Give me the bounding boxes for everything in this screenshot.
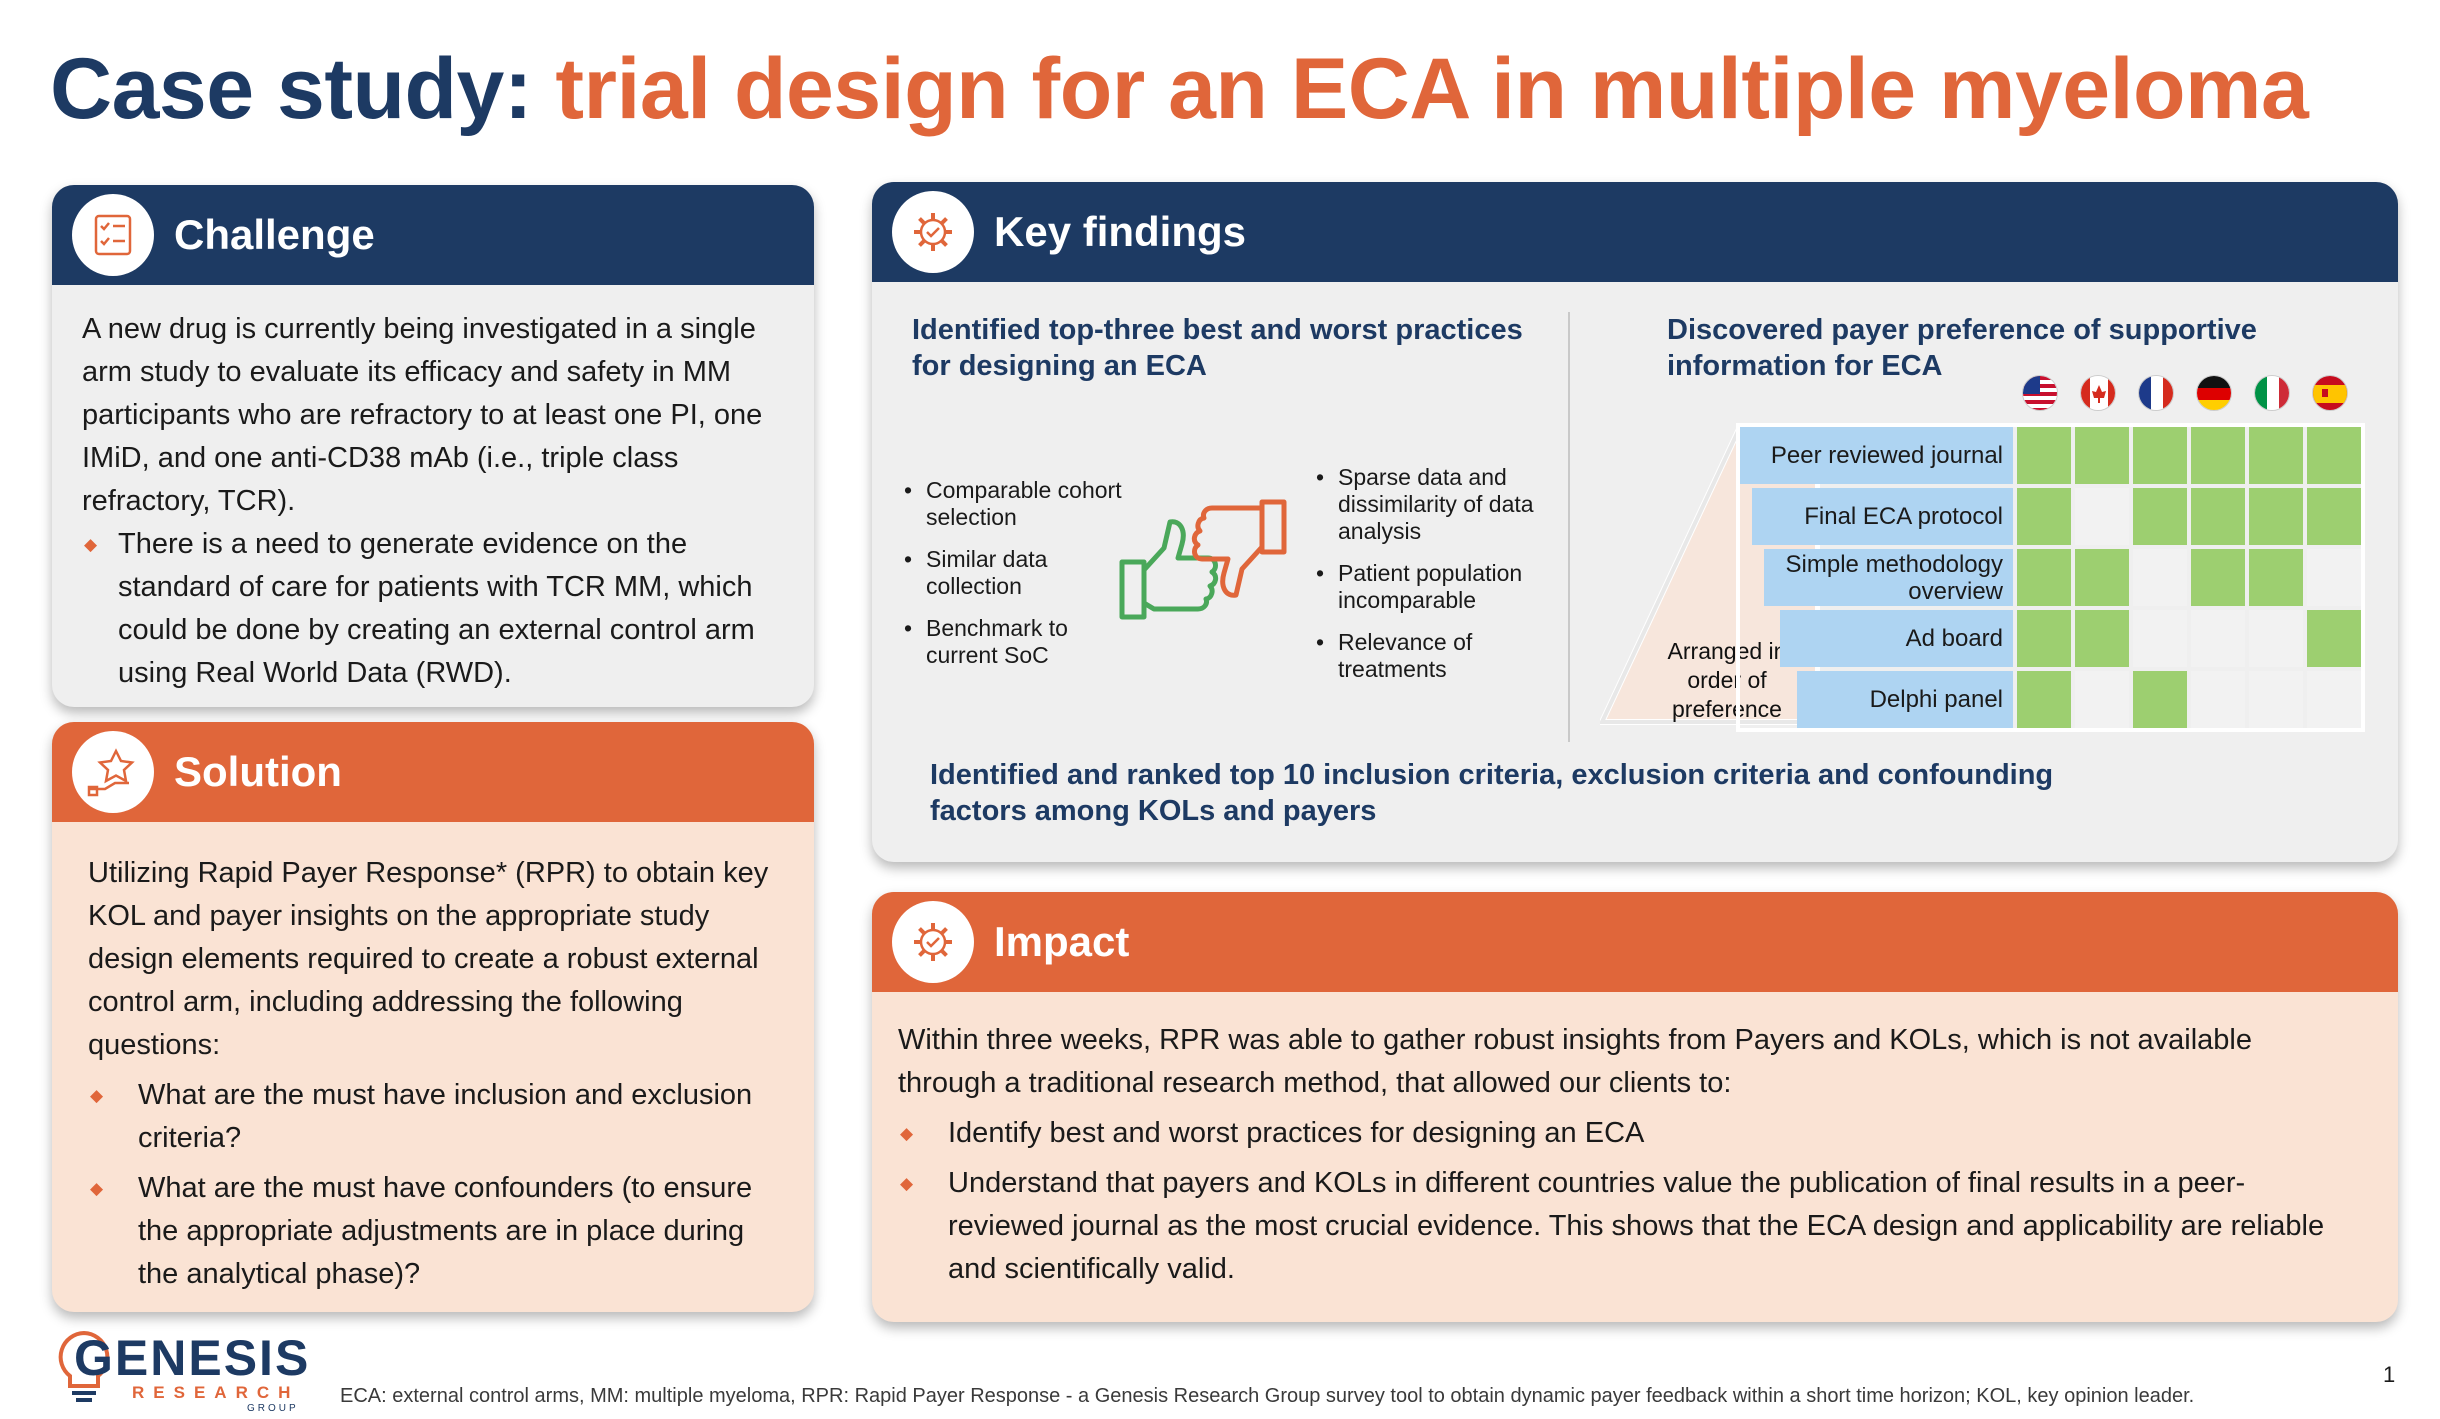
vertical-divider [1568, 312, 1570, 742]
key-findings-heading: Key findings [994, 208, 1247, 255]
worst-practice-item: Relevance of treatments [1314, 629, 1549, 683]
matrix-cell-empty [2307, 549, 2361, 606]
impact-heading: Impact [994, 918, 1130, 965]
impact-header: Impact [872, 892, 2398, 992]
challenge-body: A new drug is currently being investigat… [82, 308, 792, 695]
matrix-row-label: Final ECA protocol [1752, 488, 2013, 545]
matrix-cell-preferred [2017, 671, 2071, 728]
key-findings-card: Key findings Identified top-three best a… [872, 182, 2398, 862]
logo-group: GROUP [247, 1403, 299, 1414]
matrix-cell-empty [2075, 488, 2129, 545]
matrix-row-label: Simple methodology overview [1764, 549, 2013, 606]
impact-bullet-2: Understand that payers and KOLs in diffe… [898, 1162, 2358, 1291]
challenge-heading: Challenge [174, 211, 375, 258]
spain-flag-icon [2312, 375, 2348, 411]
matrix-row-label: Ad board [1780, 610, 2013, 667]
lightbulb-logo-icon [58, 1330, 110, 1402]
key-findings-header: Key findings [872, 182, 2398, 282]
france-flag-icon [2138, 375, 2174, 411]
matrix-cell-preferred [2133, 488, 2187, 545]
matrix-cell-empty [2191, 610, 2245, 667]
matrix-cell-preferred [2017, 610, 2071, 667]
matrix-cell-preferred [2307, 488, 2361, 545]
canada-flag-icon [2080, 375, 2116, 411]
gear-icon [892, 191, 974, 273]
best-practice-item: Comparable cohort selection [902, 477, 1122, 531]
page-number: 1 [2383, 1362, 2396, 1387]
genesis-logo: GENESIS RESEARCH GROUP [52, 1325, 308, 1415]
impact-paragraph: Within three weeks, RPR was able to gath… [898, 1024, 2252, 1099]
matrix-cell-preferred [2191, 549, 2245, 606]
matrix-cell-preferred [2249, 549, 2303, 606]
worst-practice-item: Patient population incomparable [1314, 560, 1549, 614]
title-part-2: trial design for an ECA in multiple myel… [555, 41, 2309, 137]
payer-preference-heading: Discovered payer preference of supportiv… [1667, 314, 2257, 382]
worst-practices-list: Sparse data and dissimilarity of data an… [1314, 464, 1549, 698]
matrix-cell-preferred [2017, 427, 2071, 484]
solution-heading: Solution [174, 748, 342, 795]
matrix-cell-empty [2075, 671, 2129, 728]
challenge-header: Challenge [52, 185, 814, 285]
matrix-cell-preferred [2191, 488, 2245, 545]
thumbs-up-down-icon [1112, 482, 1292, 637]
matrix-cell-preferred [2017, 549, 2071, 606]
matrix-cell-preferred [2017, 488, 2071, 545]
title-part-1: Case study: [50, 41, 556, 137]
matrix-cell-preferred [2249, 488, 2303, 545]
matrix-row-label: Peer reviewed journal [1740, 427, 2013, 484]
solution-bullet-2: What are the must have confounders (to e… [88, 1167, 788, 1296]
worst-practice-item: Sparse data and dissimilarity of data an… [1314, 464, 1549, 545]
best-practice-item: Similar data collection [902, 546, 1122, 600]
challenge-card: Challenge A new drug is currently being … [52, 185, 814, 707]
matrix-cell-empty [2307, 671, 2361, 728]
solution-body: Utilizing Rapid Payer Response* (RPR) to… [88, 852, 788, 1296]
checklist-icon [72, 194, 154, 276]
impact-bullet-1: Identify best and worst practices for de… [898, 1112, 2358, 1155]
matrix-cell-empty [2249, 610, 2303, 667]
ranked-criteria-text: Identified and ranked top 10 inclusion c… [930, 759, 2054, 827]
matrix-row-label: Delphi panel [1797, 671, 2013, 728]
solution-bullet-1: What are the must have inclusion and exc… [88, 1074, 788, 1160]
footnote: ECA: external control arms, MM: multiple… [340, 1385, 2195, 1407]
gear-icon [892, 901, 974, 983]
best-practices-list: Comparable cohort selection Similar data… [902, 477, 1122, 684]
star-hand-icon [72, 731, 154, 813]
matrix-cell-preferred [2249, 427, 2303, 484]
matrix-cell-preferred [2133, 671, 2187, 728]
matrix-cell-preferred [2191, 427, 2245, 484]
pyramid-label: Arranged in order of preference [1667, 638, 1787, 722]
us-flag-icon [2022, 375, 2058, 411]
challenge-paragraph: A new drug is currently being investigat… [82, 313, 763, 517]
logo-sub: RESEARCH [132, 1383, 300, 1402]
matrix-cell-preferred [2075, 427, 2129, 484]
solution-header: Solution [52, 722, 814, 822]
impact-card: Impact Within three weeks, RPR was able … [872, 892, 2398, 1322]
page-title: Case study: trial design for an ECA in m… [50, 40, 2309, 139]
solution-paragraph: Utilizing Rapid Payer Response* (RPR) to… [88, 857, 769, 1061]
germany-flag-icon [2196, 375, 2232, 411]
matrix-cell-empty [2191, 671, 2245, 728]
matrix-cell-preferred [2075, 610, 2129, 667]
impact-body: Within three weeks, RPR was able to gath… [898, 1019, 2358, 1291]
matrix-cell-preferred [2307, 610, 2361, 667]
matrix-cell-empty [2249, 671, 2303, 728]
matrix-cell-empty [2133, 610, 2187, 667]
challenge-bullet: There is a need to generate evidence on … [82, 523, 792, 695]
matrix-cell-preferred [2307, 427, 2361, 484]
best-worst-heading: Identified top-three best and worst prac… [912, 314, 1523, 382]
logo-name: GENESIS [74, 1330, 311, 1386]
matrix-cell-preferred [2133, 427, 2187, 484]
matrix-cell-preferred [2075, 549, 2129, 606]
matrix-cell-empty [2133, 549, 2187, 606]
solution-card: Solution Utilizing Rapid Payer Response*… [52, 722, 814, 1312]
italy-flag-icon [2254, 375, 2290, 411]
best-practice-item: Benchmark to current SoC [902, 615, 1122, 669]
